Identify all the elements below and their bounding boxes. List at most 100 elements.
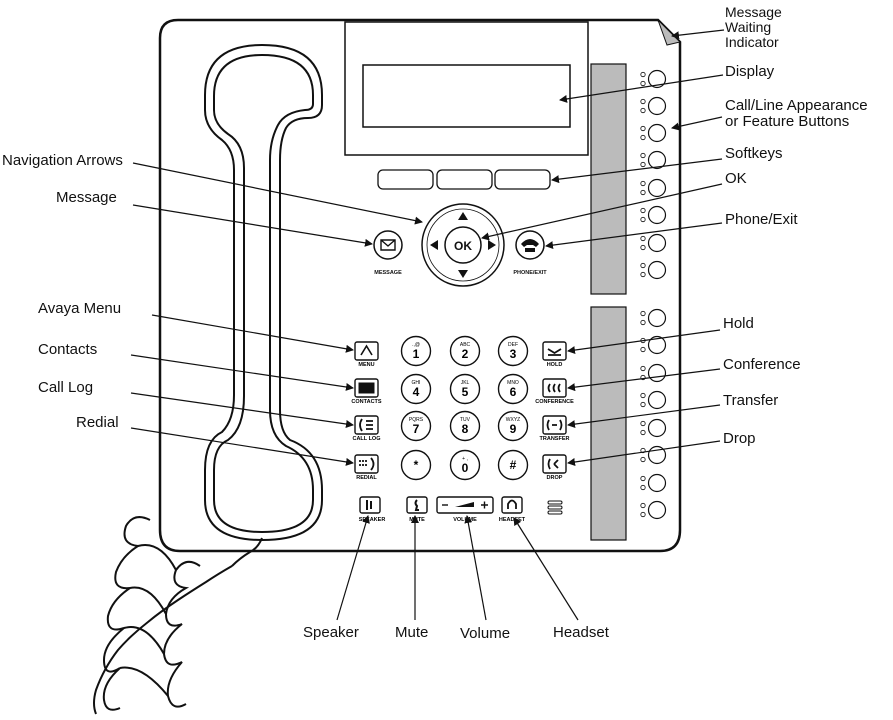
line-led xyxy=(640,98,646,105)
line-button-10[interactable] xyxy=(640,335,667,355)
callout-transfer: Transfer xyxy=(723,392,779,409)
line-led xyxy=(640,134,646,141)
line-led xyxy=(640,511,646,518)
key-digit: 5 xyxy=(462,385,469,399)
softkey-2 xyxy=(436,169,493,190)
volume-up-icon xyxy=(481,501,488,509)
line-led xyxy=(640,429,646,436)
line-led xyxy=(640,161,646,168)
line-button-6[interactable] xyxy=(640,205,667,225)
headset-label: HEADSET xyxy=(499,517,526,523)
coiled-cord xyxy=(93,516,263,715)
key-letters: WXYZ xyxy=(506,417,520,423)
mute-label: MUTE xyxy=(409,517,425,523)
avaya-a-icon xyxy=(360,344,373,356)
transfer-label: TRANSFER xyxy=(540,436,570,442)
display-screen xyxy=(362,64,571,128)
line-button-1[interactable] xyxy=(640,69,667,89)
button-strip-top xyxy=(590,63,627,295)
callout-line: Call/Line Appearance xyxy=(725,97,868,114)
line-led xyxy=(640,107,646,114)
mute-microphone-icon xyxy=(414,499,419,511)
line-button-8[interactable] xyxy=(640,260,667,280)
key-digit: 9 xyxy=(510,422,517,436)
softkey-3 xyxy=(494,169,551,190)
line-button-4[interactable] xyxy=(640,150,667,170)
key-letters: GHI xyxy=(412,380,421,386)
key-hash[interactable]: # xyxy=(497,449,529,481)
contacts-book-icon xyxy=(358,382,375,394)
key-digit: * xyxy=(414,458,419,472)
callout-conference: Conference xyxy=(723,356,801,373)
key-digit: 1 xyxy=(413,347,420,361)
line-led xyxy=(640,71,646,78)
line-led xyxy=(640,392,646,399)
line-button-9[interactable] xyxy=(640,308,667,328)
line-led xyxy=(640,475,646,482)
envelope-icon xyxy=(380,239,396,251)
line-led xyxy=(640,207,646,214)
callout-softkeys: Softkeys xyxy=(725,145,783,162)
line-led xyxy=(640,180,646,187)
line-button-12[interactable] xyxy=(640,390,667,410)
line-led xyxy=(640,152,646,159)
speaker-grille xyxy=(547,500,563,515)
key-letters: TUV xyxy=(460,417,471,423)
ok-button xyxy=(444,226,482,264)
drop-button xyxy=(542,454,567,474)
key-digit: 4 xyxy=(413,385,420,399)
line-button-3[interactable] xyxy=(640,123,667,143)
key-star[interactable]: * xyxy=(400,449,432,481)
callout-call-line: Call/Line Appearance or Feature Buttons xyxy=(725,98,868,130)
redial-icon xyxy=(359,457,375,471)
softkey-1 xyxy=(377,169,434,190)
key-letters: MNO xyxy=(507,380,519,386)
line-led xyxy=(640,244,646,251)
conference-button xyxy=(542,378,567,398)
speaker-label: SPEAKER xyxy=(359,517,386,523)
callout-speaker: Speaker xyxy=(303,624,359,641)
callout-hold: Hold xyxy=(723,315,754,332)
callout-headset: Headset xyxy=(553,624,609,641)
callout-ok: OK xyxy=(725,170,747,187)
line-led xyxy=(640,319,646,326)
line-led xyxy=(640,346,646,353)
callout-mute: Mute xyxy=(395,624,429,641)
line-button-7[interactable] xyxy=(640,233,667,253)
line-led xyxy=(640,401,646,408)
hold-icon xyxy=(547,348,562,356)
transfer-button xyxy=(542,415,567,435)
volume-rocker xyxy=(436,496,494,514)
key-digit: 7 xyxy=(413,422,420,436)
line-button-13[interactable] xyxy=(640,418,667,438)
line-led xyxy=(640,125,646,132)
callout-avaya-menu: Avaya Menu xyxy=(38,300,122,317)
callout-line: Indicator xyxy=(725,34,779,50)
nav-down-icon xyxy=(458,270,468,278)
key-letters: DEF xyxy=(508,342,518,348)
line-button-5[interactable] xyxy=(640,178,667,198)
call-log-label: CALL LOG xyxy=(352,436,380,442)
key-0[interactable]: + ,0 xyxy=(449,449,481,481)
line-button-15[interactable] xyxy=(640,473,667,493)
volume-label: VOLUME xyxy=(453,517,477,523)
key-letters: .,@ xyxy=(412,342,420,348)
callout-drop: Drop xyxy=(723,430,756,447)
line-led xyxy=(640,189,646,196)
key-digit: 2 xyxy=(462,347,469,361)
key-letters: JKL xyxy=(461,380,470,386)
message-label: MESSAGE xyxy=(374,270,402,276)
key-1[interactable]: .,@1 xyxy=(400,335,432,367)
key-letters: ABC xyxy=(460,342,471,348)
line-button-2[interactable] xyxy=(640,96,667,116)
line-button-16[interactable] xyxy=(640,500,667,520)
